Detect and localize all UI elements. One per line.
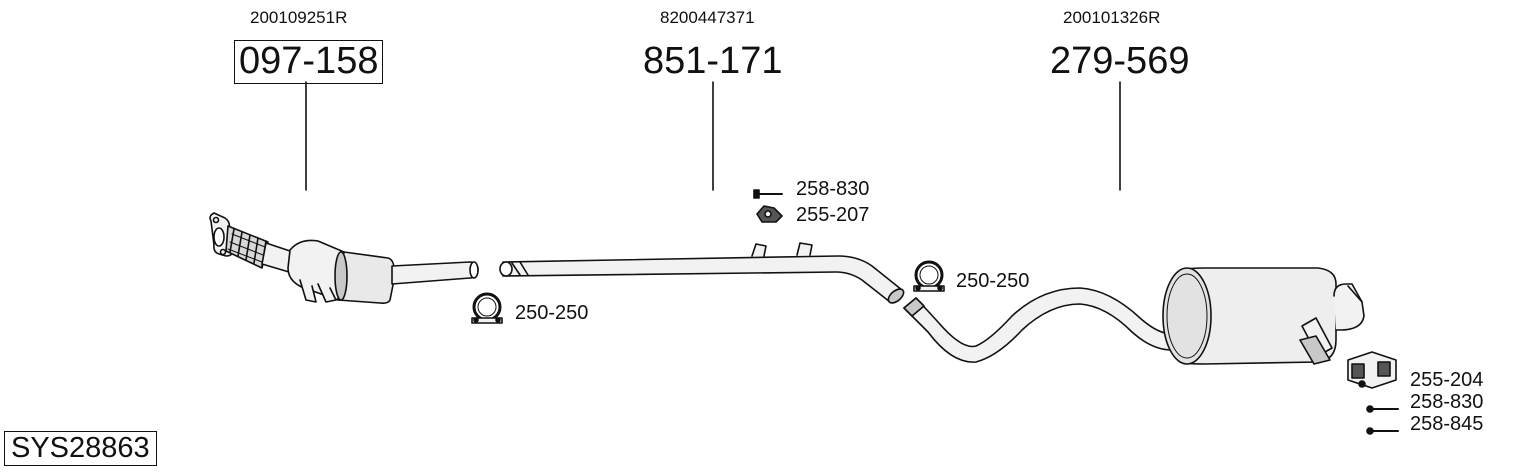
clamp-rear-icon[interactable]: [913, 260, 945, 292]
rubber-mount-rear-icon[interactable]: [1347, 351, 1397, 389]
clamp-front-icon[interactable]: [471, 292, 503, 324]
oem-number-front: 200109251R: [250, 8, 348, 27]
label-bolt-rear[interactable]: 258-830: [1410, 391, 1484, 413]
label-bolt-mid[interactable]: 258-830: [796, 178, 870, 200]
label-clamp-front[interactable]: 250-250: [515, 302, 589, 324]
label-clamp-rear[interactable]: 250-250: [956, 270, 1030, 292]
system-code: SYS28863: [4, 431, 157, 467]
rear-silencer-part[interactable]: [903, 267, 1365, 365]
bolt-rear-icon[interactable]: [1366, 405, 1399, 413]
label-mount-rear[interactable]: 255-204: [1410, 369, 1484, 391]
front-catalyst-part[interactable]: [209, 212, 479, 304]
rubber-mount-mid-icon[interactable]: [756, 205, 783, 223]
label-bolt-rear-2[interactable]: 258-845: [1410, 413, 1484, 435]
bolt-mid-icon[interactable]: [753, 189, 783, 199]
oem-number-rear: 200101326R: [1063, 8, 1161, 27]
bolt-rear-2-icon[interactable]: [1366, 427, 1399, 435]
oem-number-middle: 8200447371: [660, 8, 755, 27]
part-number-middle-pipe[interactable]: 851-171: [643, 40, 783, 82]
label-mount-mid[interactable]: 255-207: [796, 204, 870, 226]
part-number-rear-silencer[interactable]: 279-569: [1050, 40, 1190, 82]
part-number-front-catalyst[interactable]: 097-158: [234, 40, 384, 84]
middle-pipe-part[interactable]: [499, 242, 906, 306]
